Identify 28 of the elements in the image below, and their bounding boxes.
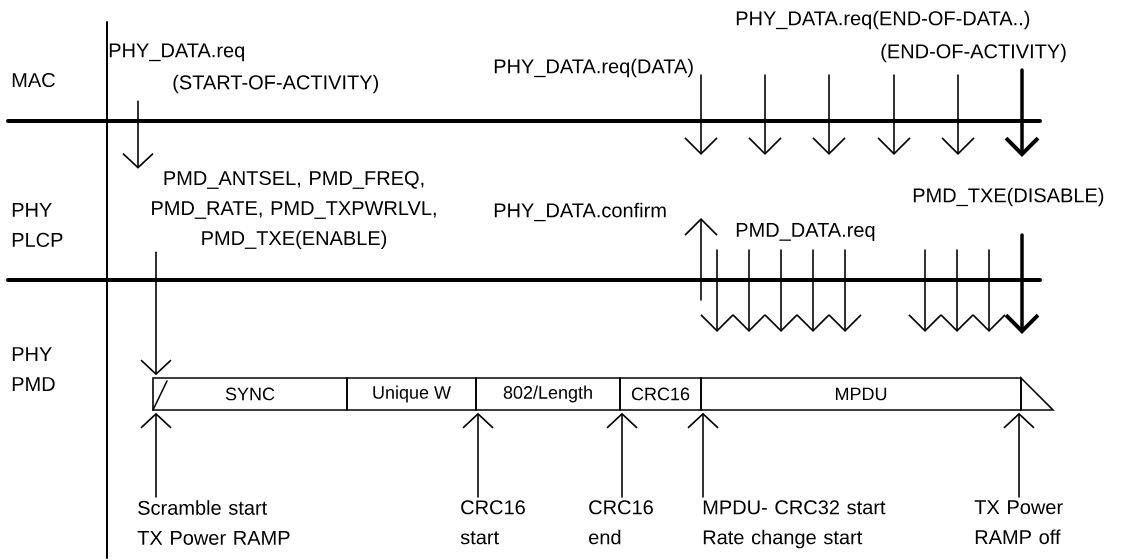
annotation-text: CRC16 start: [460, 500, 525, 545]
arrow: [462, 412, 494, 498]
arrow: [1003, 412, 1035, 498]
frame-field: SYNC: [152, 377, 348, 411]
frame-field: 802/Length: [475, 377, 621, 411]
frame-field: Unique W: [346, 377, 477, 411]
arrow: [122, 100, 154, 169]
signal-label: (END-OF-ACTIVITY): [881, 43, 1066, 63]
arrow: [140, 412, 172, 498]
annotation-text: TX Power RAMP off: [974, 500, 1063, 545]
arrow: [606, 412, 638, 498]
signal-label: PMD_TXE(DISABLE): [913, 187, 1104, 207]
annotation-text: CRC16 end: [589, 500, 653, 545]
signal-label: PHY_DATA.req(END-OF-DATA..): [736, 10, 1030, 30]
signal-label: PHY_DATA.confirm: [494, 202, 666, 222]
signal-label: PMD_DATA.req: [736, 223, 875, 241]
frame-field: CRC16: [619, 377, 702, 411]
layer-label: PHY PLCP: [12, 203, 63, 247]
annotation-text: MPDU- CRC32 start Rate change start: [703, 500, 886, 549]
layer-label: PHY PMD: [12, 347, 55, 391]
signal-label: PMD_ANTSEL, PMD_FREQ, PMD_RATE, PMD_TXPWRLVL, PMD_TXE(ENABLE): [152, 170, 436, 250]
signal-label: PHY_DATA.req (START-OF-ACTIVITY): [109, 43, 379, 94]
frame-field: MPDU: [700, 377, 1022, 411]
annotation-text: Scramble start TX Power RAMP: [137, 500, 290, 545]
arrow: [687, 412, 719, 498]
arrow: [140, 251, 172, 376]
signal-label: PHY_DATA.req(DATA): [494, 58, 693, 78]
layer-label: MAC: [12, 72, 55, 88]
